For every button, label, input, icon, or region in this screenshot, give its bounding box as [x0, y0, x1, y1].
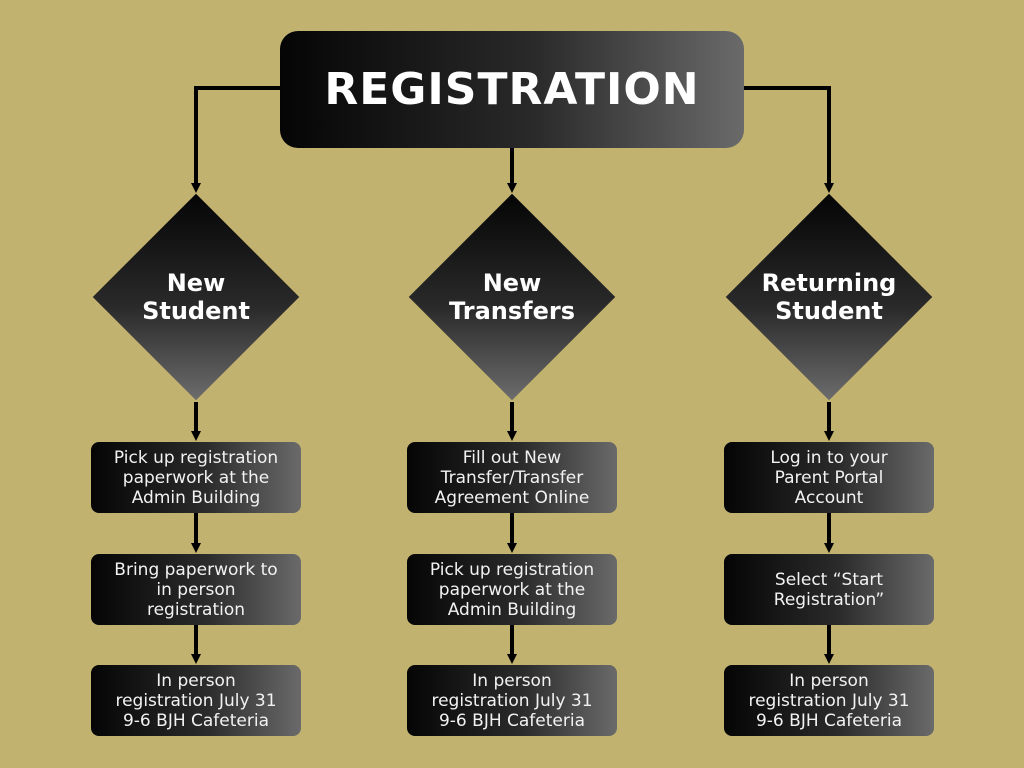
arrow-title-to-returning-student — [744, 86, 834, 193]
step-line: 9-6 BJH Cafeteria — [438, 710, 586, 731]
step-line: Admin Building — [447, 599, 577, 620]
step-new-student-3: In person registration July 31 9-6 BJH C… — [91, 665, 301, 736]
step-line: Pick up registration — [113, 447, 279, 468]
step-line: Bring paperwork to — [114, 559, 278, 580]
step-new-student-2: Bring paperwork to in person registratio… — [91, 554, 301, 625]
step-line: In person — [789, 670, 869, 691]
step-line: registration July 31 — [748, 690, 910, 711]
step-line: Admin Building — [131, 487, 261, 508]
step-line: In person — [156, 670, 236, 691]
step-line: paperwork at the — [122, 467, 270, 488]
diamond-label-returning-student: Returning Student — [729, 267, 929, 327]
step-line: Log in to your — [770, 447, 888, 468]
diamond-label-line1: New — [166, 269, 226, 297]
step-line: In person — [472, 670, 552, 691]
step-line: registration July 31 — [431, 690, 593, 711]
registration-title-box: REGISTRATION — [280, 31, 744, 148]
step-returning-student-2: Select “Start Registration” — [724, 554, 934, 625]
step-returning-student-1: Log in to your Parent Portal Account — [724, 442, 934, 513]
diamond-label-line2: Transfers — [449, 297, 575, 325]
diamond-label-line2: Student — [775, 297, 883, 325]
step-new-transfers-1: Fill out New Transfer/Transfer Agreement… — [407, 442, 617, 513]
step-line: Select “Start — [774, 569, 884, 590]
step-line: Transfer/Transfer — [440, 467, 584, 488]
step-line: Registration” — [773, 589, 885, 610]
diamond-label-line1: Returning — [761, 269, 897, 297]
diamond-label-line1: New — [482, 269, 542, 297]
diamond-label-new-student: New Student — [96, 267, 296, 327]
step-new-transfers-3: In person registration July 31 9-6 BJH C… — [407, 665, 617, 736]
step-new-student-1: Pick up registration paperwork at the Ad… — [91, 442, 301, 513]
step-line: in person — [156, 579, 236, 600]
step-returning-student-3: In person registration July 31 9-6 BJH C… — [724, 665, 934, 736]
step-line: Parent Portal — [774, 467, 884, 488]
diamond-label-line2: Student — [142, 297, 250, 325]
step-line: registration July 31 — [115, 690, 277, 711]
step-line: Fill out New — [462, 447, 562, 468]
page-title: REGISTRATION — [324, 64, 700, 115]
arrow-title-to-new-student — [191, 86, 280, 193]
step-line: Pick up registration — [429, 559, 595, 580]
step-line: registration — [146, 599, 246, 620]
step-line: Account — [794, 487, 864, 508]
diamond-label-new-transfers: New Transfers — [412, 267, 612, 327]
step-line: paperwork at the — [438, 579, 586, 600]
step-line: 9-6 BJH Cafeteria — [122, 710, 270, 731]
step-new-transfers-2: Pick up registration paperwork at the Ad… — [407, 554, 617, 625]
step-line: Agreement Online — [434, 487, 590, 508]
step-line: 9-6 BJH Cafeteria — [755, 710, 903, 731]
